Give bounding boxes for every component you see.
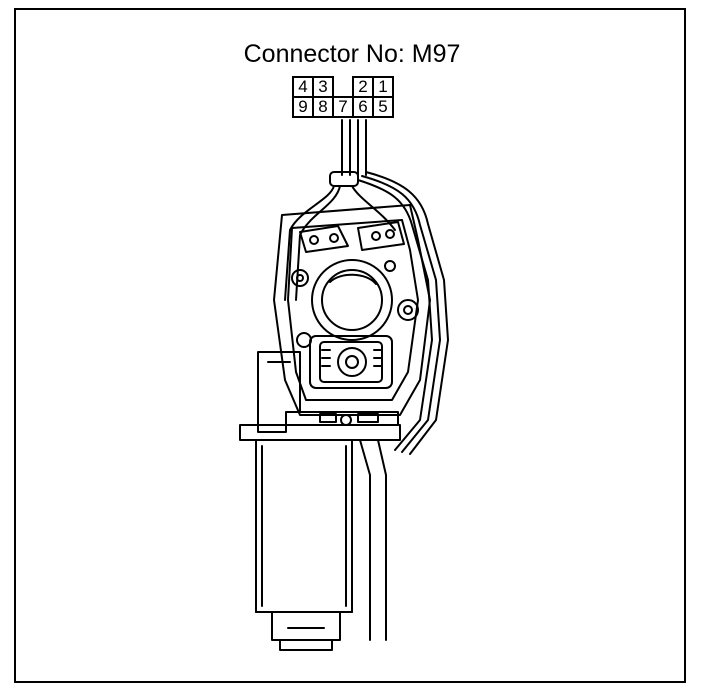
connector-title: Connector No: M97 <box>243 40 461 68</box>
diagram-frame <box>14 8 686 683</box>
pin-cell: 4 <box>292 76 314 98</box>
pin-cell: 9 <box>292 96 314 118</box>
pin-cell: 1 <box>372 76 394 98</box>
pin-cell: 3 <box>312 76 334 98</box>
pin-cell-empty <box>332 76 354 98</box>
connector-bottom-row: 9 8 7 6 5 <box>292 96 394 118</box>
pin-cell: 5 <box>372 96 394 118</box>
pin-cell: 2 <box>352 76 374 98</box>
gear-housing <box>273 204 431 416</box>
connector-top-row: 4 3 2 1 <box>292 76 394 98</box>
mounting-flange <box>239 351 401 441</box>
motor-body <box>255 439 353 651</box>
connector-pin-grid: 4 3 2 1 9 8 7 6 5 <box>292 76 394 118</box>
guide-rail <box>359 439 387 641</box>
pin-cell: 8 <box>312 96 334 118</box>
pin-cell: 6 <box>352 96 374 118</box>
wire-harness <box>284 119 449 455</box>
pin-cell: 7 <box>332 96 354 118</box>
clutch-assembly <box>309 335 393 389</box>
